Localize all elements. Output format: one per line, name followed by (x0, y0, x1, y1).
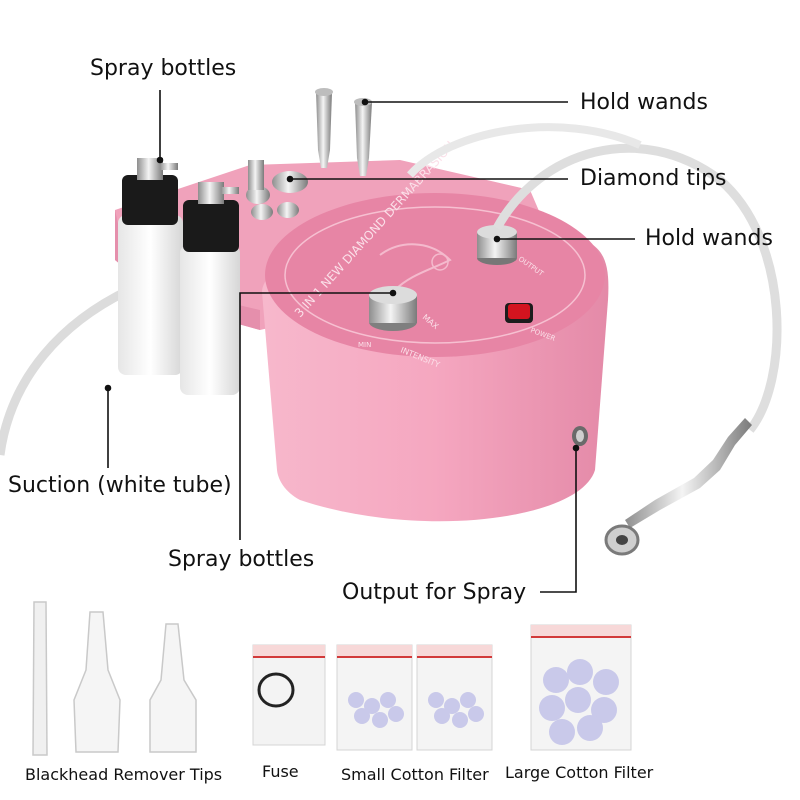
label-suction: Suction (white tube) (8, 473, 232, 498)
power-button (505, 303, 533, 323)
wand-connector-top (477, 225, 517, 265)
suction-tube-right (493, 143, 782, 433)
spray-bottle-left (118, 158, 183, 375)
hold-wand-handheld (604, 418, 752, 556)
large-filter-bag (530, 624, 632, 751)
callout-output-spray (540, 448, 577, 593)
min-text: MIN (358, 341, 371, 349)
label-hold-wands-right: Hold wands (645, 226, 773, 251)
caption-fuse: Fuse (262, 762, 299, 781)
suction-tube-top (407, 123, 642, 178)
label-output-for-spray: Output for Spray (342, 580, 527, 605)
fuse-bag (252, 644, 326, 746)
blackhead-tips (32, 601, 197, 756)
label-spray-bottles-top: Spray bottles (90, 56, 237, 81)
caption-large-filter: Large Cotton Filter (505, 763, 654, 782)
callout-spray-bottom (239, 292, 393, 540)
caption-blackhead-tips: Blackhead Remover Tips (25, 765, 223, 784)
small-filter-bag-1 (336, 644, 413, 751)
spray-bottle-right (180, 182, 240, 395)
caption-small-filter: Small Cotton Filter (341, 765, 489, 784)
label-diamond-tips: Diamond tips (580, 166, 727, 191)
spray-output-port (572, 426, 588, 446)
hold-wands-standing (315, 88, 372, 176)
small-filter-bag-2 (416, 644, 493, 751)
label-spray-bottles-bottom: Spray bottles (168, 547, 315, 572)
device-body (262, 193, 609, 522)
callout-lines (104, 90, 635, 593)
label-hold-wands-top: Hold wands (580, 90, 708, 115)
suction-tube-left (0, 280, 142, 456)
